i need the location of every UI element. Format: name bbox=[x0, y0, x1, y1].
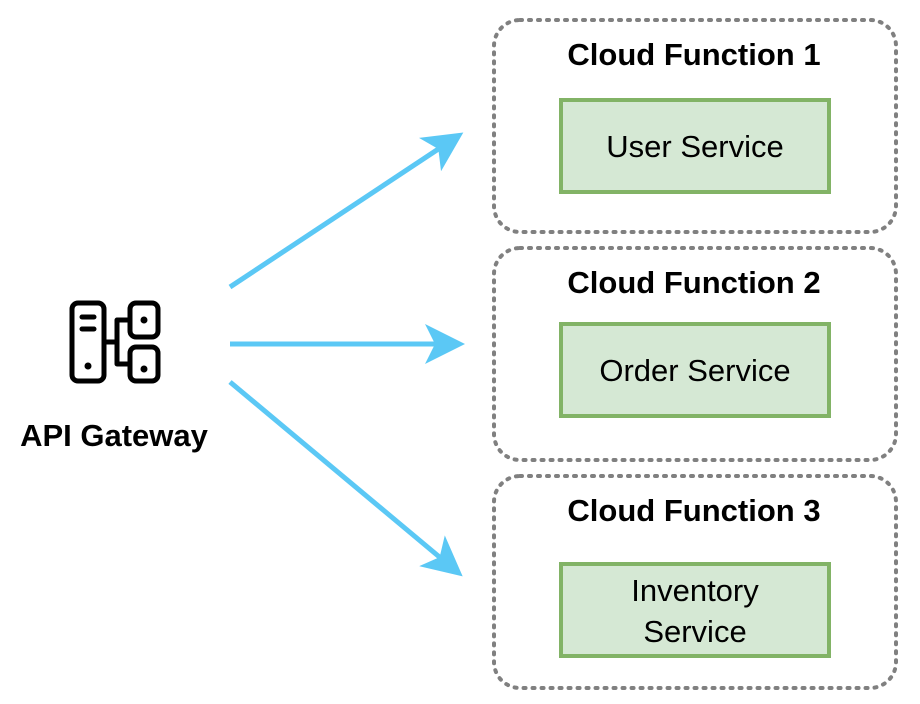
function-container bbox=[492, 246, 898, 462]
server-gateway-icon bbox=[69, 300, 161, 384]
function-container bbox=[492, 474, 898, 690]
arrow-to-function-1 bbox=[228, 132, 464, 290]
service-box bbox=[559, 98, 831, 194]
cloud-function-1: Cloud Function 1 User Service bbox=[492, 18, 898, 234]
user-service-box: User Service bbox=[559, 98, 831, 194]
arrow-to-function-3 bbox=[228, 380, 463, 577]
service-box bbox=[559, 322, 831, 418]
function-title: Cloud Function 1 bbox=[567, 37, 820, 72]
function-title: Cloud Function 3 bbox=[567, 493, 820, 528]
cloud-function-2: Cloud Function 2 Order Service bbox=[492, 246, 898, 462]
service-label: User Service bbox=[606, 129, 783, 164]
order-service-box: Order Service bbox=[559, 322, 831, 418]
cloud-function-3: Cloud Function 3 Inventory Service bbox=[492, 474, 898, 690]
service-box bbox=[559, 562, 831, 658]
service-label-line-2: Service bbox=[643, 614, 746, 649]
function-container bbox=[492, 18, 898, 234]
inventory-service-box: Inventory Service bbox=[559, 562, 831, 658]
service-label-line-1: Inventory bbox=[631, 573, 759, 608]
service-label: Order Service bbox=[599, 353, 790, 388]
function-title: Cloud Function 2 bbox=[567, 265, 820, 300]
gateway-label: API Gateway bbox=[20, 418, 209, 453]
